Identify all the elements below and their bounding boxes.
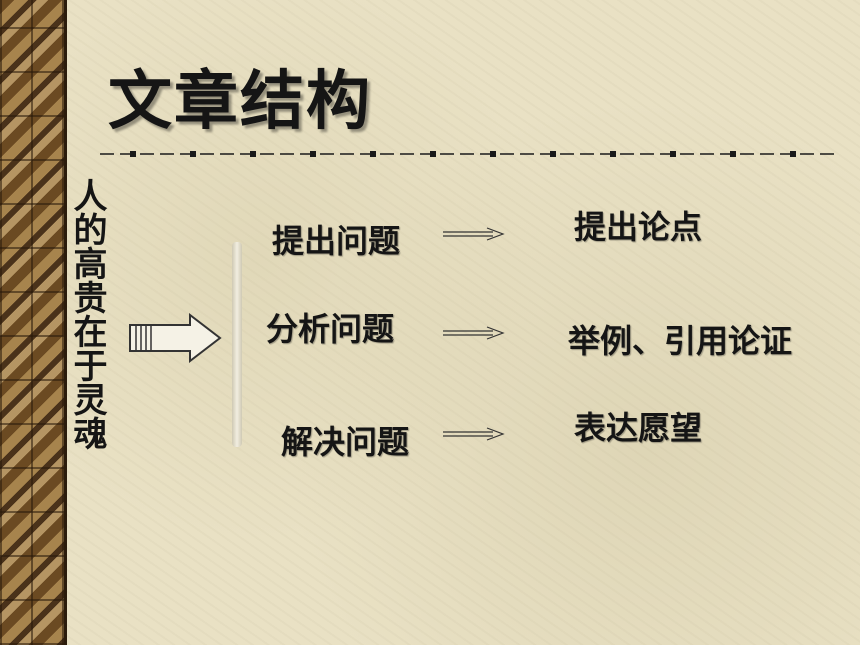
result-thesis: 提出论点 — [574, 208, 703, 246]
dashed-divider — [100, 151, 835, 157]
step-propose-problem: 提出问题 — [272, 222, 401, 260]
striped-arrow-icon — [129, 313, 222, 363]
arrow-right-icon — [443, 227, 505, 241]
result-express-wish: 表达愿望 — [574, 409, 703, 447]
vertical-theme-text: 人的高贵在于灵魂 — [67, 178, 107, 450]
slide-title: 文章结构 — [108, 65, 372, 139]
arrow-right-icon — [443, 326, 505, 340]
step-solve-problem: 解决问题 — [281, 423, 410, 461]
arrow-right-icon — [443, 427, 505, 441]
step-analyze-problem: 分析问题 — [266, 310, 395, 348]
strip-border — [64, 0, 67, 645]
bracket-bar — [232, 242, 242, 447]
decorative-side-strip — [0, 0, 64, 645]
result-examples-citations: 举例、引用论证 — [568, 322, 793, 360]
